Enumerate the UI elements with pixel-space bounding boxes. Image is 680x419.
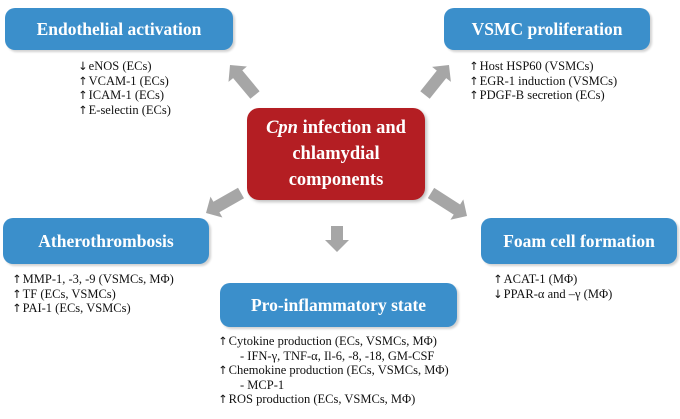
proinflam-list-item: ↑ROS production (ECs, VSMCs, MΦ) — [218, 392, 449, 407]
center-cpn-italic: Cpn — [266, 118, 298, 138]
endothelial-list-item: ↑ICAM-1 (ECs) — [78, 88, 171, 103]
endothelial-list-item: ↑E-selectin (ECs) — [78, 103, 171, 118]
endothelial-list-item-text: eNOS (ECs) — [88, 59, 152, 73]
arrow-to-atherothrombosis — [206, 187, 244, 218]
endothelial-activation-title: Endothelial activation — [36, 18, 202, 39]
center-line-2: chlamydial — [292, 144, 380, 164]
up-arrow-icon: ↑ — [469, 88, 479, 103]
endothelial-activation-box: Endothelial activation — [5, 8, 233, 50]
proinflam-list-item: - MCP-1 — [218, 378, 449, 393]
pro-inflammatory-state-title: Pro-inflammatory state — [250, 294, 427, 315]
atherothrombosis-title: Atherothrombosis — [38, 230, 174, 251]
vsmc-list-item-text: Host HSP60 (VSMCs) — [479, 59, 594, 73]
vsmc-proliferation-list: ↑Host HSP60 (VSMCs)↑EGR-1 induction (VSM… — [469, 59, 617, 103]
up-arrow-icon: ↑ — [218, 334, 228, 348]
vsmc-list-item: ↑PDGF-B secretion (ECs) — [469, 88, 617, 103]
atherothrombosis-list: ↑MMP-1, -3, -9 (VSMCs, MΦ)↑TF (ECs, VSMC… — [12, 272, 174, 316]
up-arrow-icon: ↑ — [493, 272, 503, 286]
proinflam-list-item-text: - IFN-γ, TNF-α, Il-6, -8, -18, GM-CSF — [240, 348, 435, 363]
arrow-to-vsmc — [420, 65, 451, 99]
athero-list-item-text: PAI-1 (ECs, VSMCs) — [22, 301, 131, 316]
arrow-to-foam-cell — [427, 187, 467, 220]
athero-list-item: ↑TF (ECs, VSMCs) — [12, 287, 174, 302]
foam-list-item: ↑ACAT-1 (MΦ) — [493, 272, 612, 287]
proinflam-list-item-text: ROS production (ECs, VSMCs, MΦ) — [228, 392, 416, 407]
vsmc-proliferation-title: VSMC proliferation — [471, 18, 623, 39]
foam-cell-formation-title: Foam cell formation — [503, 230, 655, 251]
center-line-1: Cpn infection and — [266, 115, 406, 141]
vsmc-proliferation-box: VSMC proliferation — [444, 8, 650, 50]
up-arrow-icon: ↑ — [12, 301, 22, 316]
endothelial-list-item-text: VCAM-1 (ECs) — [88, 73, 169, 88]
foam-list-item: ↓PPAR-α and –γ (MΦ) — [493, 287, 612, 302]
proinflam-list-item: ↑Chemokine production (ECs, VSMCs, MΦ) — [218, 363, 449, 378]
pro-inflammatory-state-box: Pro-inflammatory state — [220, 283, 457, 327]
foam-cell-formation-box: Foam cell formation — [481, 218, 677, 264]
athero-list-item-text: TF (ECs, VSMCs) — [22, 286, 116, 301]
proinflam-list-item: - IFN-γ, TNF-α, Il-6, -8, -18, GM-CSF — [218, 349, 449, 364]
foam-list-item-text: PPAR-α and –γ (MΦ) — [503, 286, 613, 301]
vsmc-list-item: ↑EGR-1 induction (VSMCs) — [469, 74, 617, 89]
vsmc-list-item-text: PDGF-B secretion (ECs) — [479, 88, 605, 103]
cpn-infection-center-box: Cpn infection and chlamydial components — [247, 108, 425, 200]
proinflam-list-item-text: Chemokine production (ECs, VSMCs, MΦ) — [228, 363, 449, 378]
up-arrow-icon: ↑ — [12, 272, 22, 286]
up-arrow-icon: ↑ — [78, 88, 88, 103]
down-arrow-icon: ↓ — [78, 59, 88, 73]
endothelial-list-item-text: E-selectin (ECs) — [88, 102, 171, 117]
athero-list-item: ↑MMP-1, -3, -9 (VSMCs, MΦ) — [12, 272, 174, 287]
up-arrow-icon: ↑ — [469, 59, 479, 73]
proinflam-list-item-text: Cytokine production (ECs, VSMCs, MΦ) — [228, 334, 437, 348]
endothelial-list-item: ↑VCAM-1 (ECs) — [78, 74, 171, 89]
up-arrow-icon: ↑ — [78, 73, 88, 88]
up-arrow-icon: ↑ — [218, 392, 228, 407]
endothelial-activation-list: ↓eNOS (ECs)↑VCAM-1 (ECs)↑ICAM-1 (ECs)↑E-… — [78, 59, 171, 117]
vsmc-list-item-text: EGR-1 induction (VSMCs) — [479, 73, 618, 88]
up-arrow-icon: ↑ — [12, 286, 22, 301]
proinflam-list-item-text: - MCP-1 — [240, 377, 285, 392]
endothelial-list-item-text: ICAM-1 (ECs) — [88, 88, 164, 103]
up-arrow-icon: ↑ — [218, 363, 228, 378]
endothelial-list-item: ↓eNOS (ECs) — [78, 59, 171, 74]
center-line-1-rest: infection and — [297, 118, 406, 138]
arrow-to-endothelial — [228, 65, 260, 99]
athero-list-item: ↑PAI-1 (ECs, VSMCs) — [12, 301, 174, 316]
pro-inflammatory-state-list: ↑Cytokine production (ECs, VSMCs, MΦ)- I… — [218, 334, 449, 407]
arrow-to-pro-inflammatory — [325, 226, 349, 252]
up-arrow-icon: ↑ — [78, 102, 88, 117]
center-line-3: components — [288, 170, 384, 190]
down-arrow-icon: ↓ — [493, 286, 503, 301]
atherothrombosis-box: Atherothrombosis — [3, 218, 209, 264]
foam-list-item-text: ACAT-1 (MΦ) — [503, 272, 578, 286]
proinflam-list-item: ↑Cytokine production (ECs, VSMCs, MΦ) — [218, 334, 449, 349]
foam-cell-formation-list: ↑ACAT-1 (MΦ)↓PPAR-α and –γ (MΦ) — [493, 272, 612, 301]
athero-list-item-text: MMP-1, -3, -9 (VSMCs, MΦ) — [22, 272, 174, 286]
vsmc-list-item: ↑Host HSP60 (VSMCs) — [469, 59, 617, 74]
up-arrow-icon: ↑ — [469, 73, 479, 88]
